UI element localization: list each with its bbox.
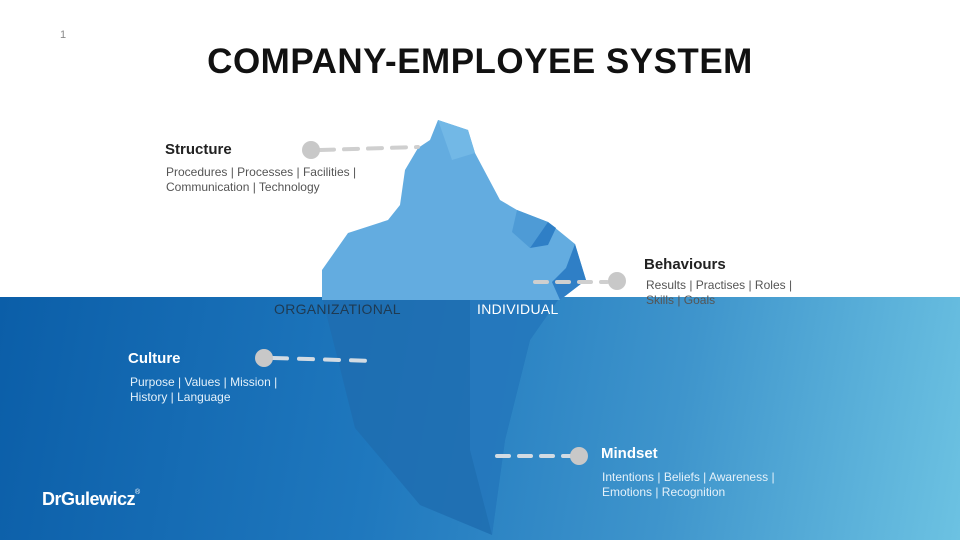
- iceberg-tip: [322, 120, 586, 300]
- behaviours-heading: Behaviours: [644, 256, 726, 273]
- mindset-connector: [495, 447, 588, 465]
- registered-mark: ®: [135, 489, 140, 496]
- behaviours-connector: [533, 272, 626, 290]
- brand-logo: DrGulewicz®: [42, 489, 140, 510]
- behaviours-description: Results | Practises | Roles | Skills | G…: [646, 278, 792, 308]
- iceberg-tip-shade-3: [552, 244, 586, 300]
- iceberg-tip-shade-2: [530, 222, 556, 248]
- iceberg-tip-shade-1: [512, 210, 548, 248]
- culture-line-1: Purpose | Values | Mission |: [130, 375, 278, 389]
- structure-description: Procedures | Processes | Facilities | Co…: [166, 165, 356, 195]
- structure-heading: Structure: [165, 141, 232, 158]
- individual-label: INDIVIDUAL: [477, 301, 559, 317]
- behaviours-line-2: Skills | Goals: [646, 293, 716, 307]
- mindset-description: Intentions | Beliefs | Awareness | Emoti…: [602, 470, 775, 500]
- structure-line-1: Procedures | Processes | Facilities |: [166, 165, 357, 179]
- page-number: 1: [60, 29, 67, 41]
- mindset-line-1: Intentions | Beliefs | Awareness |: [602, 470, 775, 484]
- culture-description: Purpose | Values | Mission | History | L…: [130, 375, 277, 405]
- iceberg-underwater-shade: [470, 297, 560, 535]
- slide-title: COMPANY-EMPLOYEE SYSTEM: [207, 42, 753, 81]
- behaviours-line-1: Results | Practises | Roles |: [646, 278, 793, 292]
- culture-connector: [255, 349, 377, 367]
- structure-line-2: Communication | Technology: [166, 180, 320, 194]
- mindset-line-2: Emotions | Recognition: [602, 485, 726, 499]
- structure-connector: [302, 141, 420, 159]
- culture-heading: Culture: [128, 350, 181, 367]
- mindset-heading: Mindset: [601, 445, 658, 462]
- organizational-label: ORGANIZATIONAL: [274, 301, 401, 317]
- iceberg-tip-shade-4: [438, 120, 475, 160]
- culture-line-2: History | Language: [130, 390, 231, 404]
- brand-logo-text: DrGulewicz: [42, 489, 136, 509]
